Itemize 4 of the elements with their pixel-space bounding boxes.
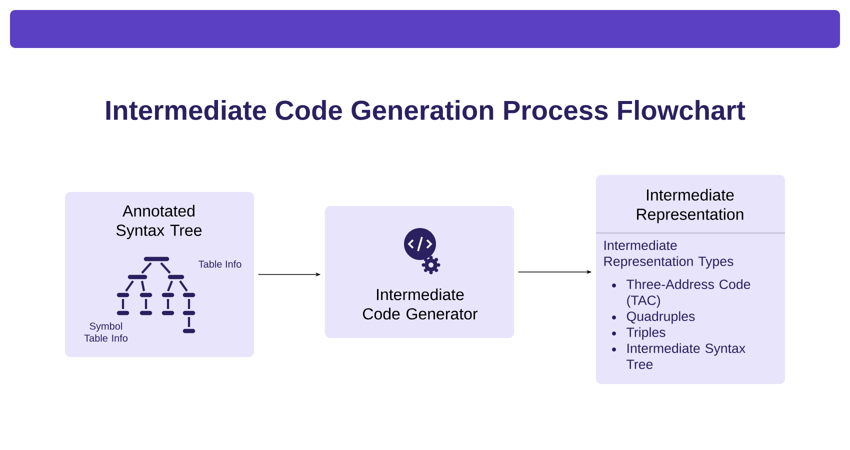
process-box: Intermediate Code Generator [325, 206, 514, 338]
process-box: Annotated Syntax Tree Table Info Symbol Table Info [65, 192, 254, 357]
title: Intermediate Code Generation Process Flowchart [106, 100, 746, 120]
process-box: Intermediate Representation Intermediate Representation Types Three-Address Code (TAC) Quadruples Triples Intermediate Syntax Tree [596, 175, 785, 384]
